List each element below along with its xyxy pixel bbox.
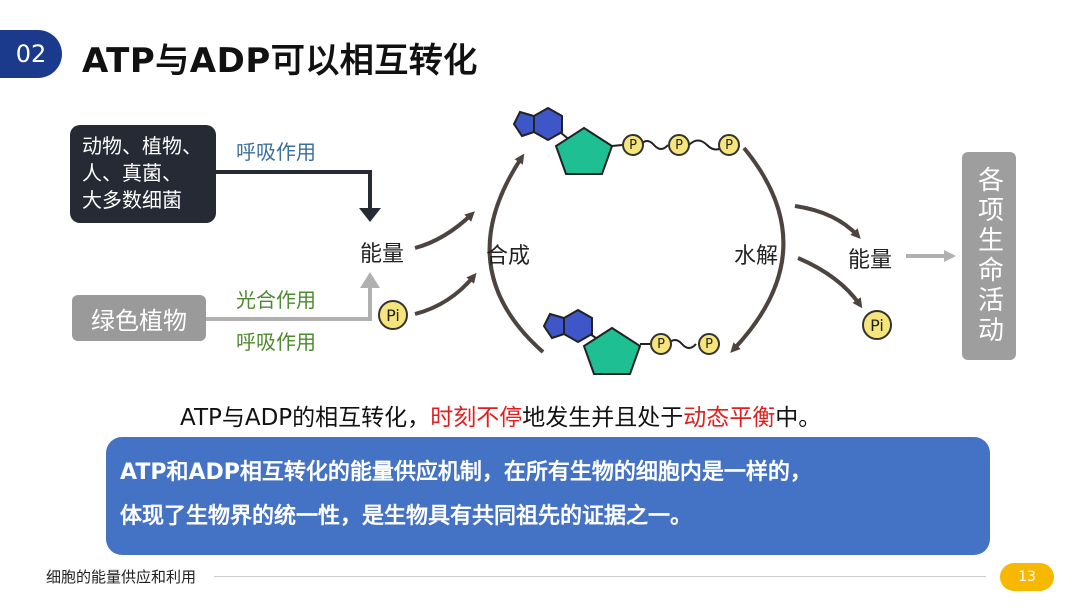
pi-out-arrow: [797, 256, 863, 309]
respiration-arrow-top: [216, 170, 372, 210]
statement-highlight-1: 时刻不停: [430, 405, 523, 431]
organisms-line-1: 动物、植物、: [82, 134, 202, 158]
organisms-line-2: 人、真菌、: [82, 161, 182, 185]
respiration-arrow-top-head: [359, 208, 381, 222]
atp-phosphate-1: P: [622, 134, 644, 156]
adp-phosphate-2: P: [698, 333, 720, 355]
energy-out-arrow: [794, 204, 861, 239]
adp-adenine-ring: [563, 308, 593, 344]
section-number-badge: 02: [0, 30, 62, 78]
adp-adenine-ring-small: [542, 312, 565, 340]
energy-in-label: 能量: [360, 242, 405, 267]
hydrolysis-arc: [730, 146, 786, 353]
statement-part-2: 地发生并且处于: [522, 405, 684, 431]
atp-adenine-ring: [533, 106, 563, 142]
summary-box: ATP和ADP相互转化的能量供应机制，在所有生物的细胞内是一样的， 体现了生物界…: [106, 437, 990, 555]
statement-part-1: ATP与ADP的相互转化，: [180, 405, 431, 431]
atp-molecule: [512, 106, 726, 175]
atp-ribose: [554, 126, 614, 175]
photosynthesis-label: 光合作用: [236, 288, 316, 312]
adp-phosphate-1: P: [650, 333, 672, 355]
respiration-label-bottom: 呼吸作用: [236, 330, 316, 354]
respiration-label-top: 呼吸作用: [236, 140, 316, 164]
atp-adenine-ring-small: [512, 110, 535, 138]
synthesis-arc: [487, 153, 545, 354]
energy-in-arrow: [414, 211, 475, 250]
life-activities-box: 各项生命活动: [962, 152, 1016, 360]
synthesis-label: 合成: [486, 244, 531, 269]
summary-line-1: ATP和ADP相互转化的能量供应机制，在所有生物的细胞内是一样的，: [120, 460, 812, 485]
atp-phosphate-3: P: [718, 134, 740, 156]
green-plants-arrow: [206, 285, 372, 321]
summary-line-2: 体现了生物界的统一性，是生物具有共同祖先的证据之一。: [120, 504, 693, 529]
statement-part-3: 中。: [775, 405, 822, 431]
course-title: 细胞的能量供应和利用: [46, 568, 197, 586]
green-plants-arrow-head: [360, 272, 380, 288]
adp-molecule: [542, 308, 697, 375]
pi-in-circle: Pi: [378, 300, 408, 330]
pi-in-arrow: [414, 272, 477, 316]
dynamic-balance-statement: ATP与ADP的相互转化，时刻不停地发生并且处于动态平衡中。: [180, 398, 821, 432]
page-number-badge: 13: [1000, 563, 1054, 591]
atp-phosphate-2: P: [668, 134, 690, 156]
organisms-line-3: 大多数细菌: [82, 188, 182, 212]
adp-ribose: [582, 326, 642, 375]
green-plants-box: 绿色植物: [72, 295, 206, 341]
statement-highlight-2: 动态平衡: [683, 405, 776, 431]
energy-out-label: 能量: [848, 248, 893, 273]
hydrolysis-label: 水解: [734, 244, 779, 269]
footer-divider: [214, 576, 986, 577]
organisms-box: 动物、植物、 人、真菌、 大多数细菌: [70, 125, 216, 223]
pi-out-circle: Pi: [862, 310, 892, 340]
slide-title: ATP与ADP可以相互转化: [82, 41, 478, 81]
